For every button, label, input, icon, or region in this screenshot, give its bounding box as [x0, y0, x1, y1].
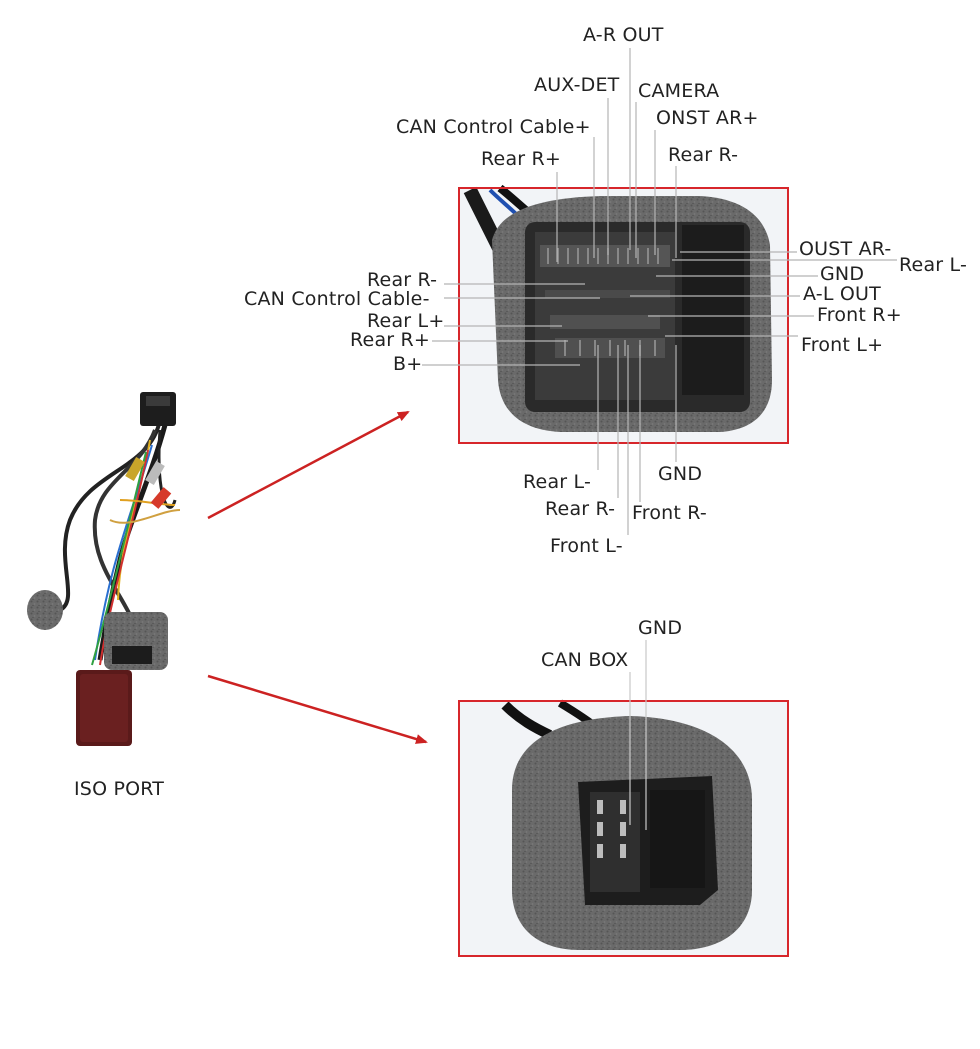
harness-image [27, 392, 181, 746]
label-rear-r-minus-left: Rear R- [367, 269, 438, 291]
label-rear-l-minus-bottom: Rear L- [523, 471, 592, 493]
label-front-l-plus: Front L+ [801, 334, 884, 356]
arrow-to-can-connector [207, 674, 428, 744]
label-gnd-bottom: GND [658, 463, 703, 485]
label-front-l-minus: Front L- [550, 535, 623, 557]
label-rear-r-plus-top: Rear R+ [481, 148, 562, 170]
can-connector-image [459, 699, 788, 956]
label-oust-ar-minus: OUST AR- [799, 238, 892, 260]
label-can-box: CAN BOX [541, 649, 629, 671]
can-connector-frame [458, 700, 789, 957]
can-leader-lines [629, 640, 647, 830]
label-front-r-minus: Front R- [632, 502, 707, 524]
label-rear-l-plus: Rear L+ [367, 310, 445, 332]
label-rear-r-minus-top: Rear R- [668, 144, 739, 166]
main-connector-image [459, 184, 788, 443]
label-can-control-cable-plus: CAN Control Cable+ [396, 116, 591, 138]
main-leader-lines [422, 48, 897, 535]
label-onst-ar-plus: ONST AR+ [656, 107, 759, 129]
iso-port-caption: ISO PORT [74, 778, 165, 800]
label-aux-det: AUX-DET [534, 74, 620, 96]
label-rear-r-plus-left: Rear R+ [350, 329, 431, 351]
label-a-r-out: A-R OUT [583, 24, 664, 46]
arrow-to-main-connector [207, 410, 410, 520]
label-rear-r-minus-bottom: Rear R- [545, 498, 616, 520]
label-can-gnd: GND [638, 617, 683, 639]
label-rear-l-minus-right: Rear L- [899, 254, 968, 276]
label-a-l-out: A-L OUT [803, 283, 881, 305]
label-b-plus: B+ [393, 353, 423, 375]
label-front-r-plus: Front R+ [817, 304, 902, 326]
label-camera: CAMERA [638, 80, 720, 102]
label-can-control-cable-minus: CAN Control Cable- [244, 288, 430, 310]
label-gnd-right: GND [820, 263, 865, 285]
